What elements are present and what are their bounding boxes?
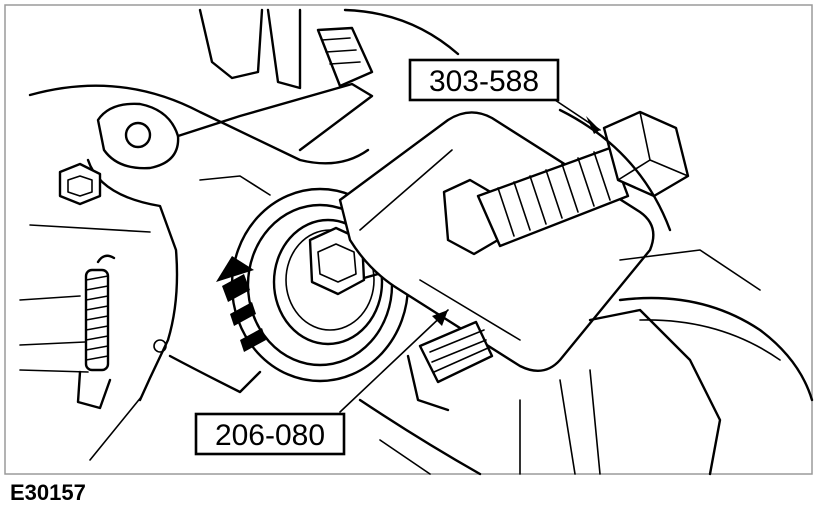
forcing-bolt-head-facets [617, 111, 689, 181]
callout-206-080: 206-080 [194, 412, 346, 456]
coil-spring [84, 268, 110, 372]
leader-arrow-303-588 [586, 116, 600, 134]
line-art [19, 8, 814, 476]
knuckle-rib [199, 175, 271, 196]
lower-puller-arm [406, 354, 450, 412]
knuckle-bolt-face [67, 175, 93, 197]
leader-line-figure [89, 395, 143, 461]
strut-outline [343, 8, 460, 56]
upper-mount-bracket [198, 8, 264, 80]
disc-inner-edge [639, 319, 781, 361]
figure-id: E30157 [10, 480, 86, 505]
disc-outer-edge [618, 296, 814, 402]
callout-206-080-text: 206-080 [215, 419, 325, 452]
direction-arrow [216, 256, 266, 352]
spring-bracket [76, 370, 112, 410]
leader-line-206-080 [339, 309, 449, 413]
disc-shield-top [558, 108, 672, 232]
hub-seal [272, 218, 384, 346]
knuckle-hole [153, 339, 167, 353]
knuckle-lower-edge [168, 354, 262, 394]
callout-303-588-text: 303-588 [429, 65, 539, 98]
knuckle-top-edge [28, 84, 370, 165]
knuckle-eye-bore [124, 121, 152, 149]
axle-nut [308, 226, 366, 296]
disc-vanes [519, 369, 601, 475]
press-plate-edge [359, 149, 521, 341]
cable-line-2 [19, 295, 89, 373]
upper-clip-ribs [321, 37, 361, 65]
upper-mount-plate [266, 8, 302, 90]
forcing-bolt-thread [476, 146, 630, 248]
callout-303-588: 303-588 [408, 58, 560, 102]
knuckle-left-edge [86, 158, 179, 402]
knuckle-bolt-head [58, 162, 102, 206]
leader-arrow-206-080 [432, 310, 448, 326]
lower-puller-threads [429, 329, 489, 373]
disc-shield-lower [588, 308, 722, 476]
lower-arm-edge-2 [379, 439, 431, 475]
lower-arm-edge [358, 398, 482, 476]
upper-clip [316, 26, 374, 88]
caliper-outline [619, 249, 761, 291]
cable-line-1 [29, 224, 151, 233]
knuckle-arm [176, 82, 374, 152]
spring-hook-top [96, 254, 116, 264]
axle-nut-face [317, 243, 357, 283]
